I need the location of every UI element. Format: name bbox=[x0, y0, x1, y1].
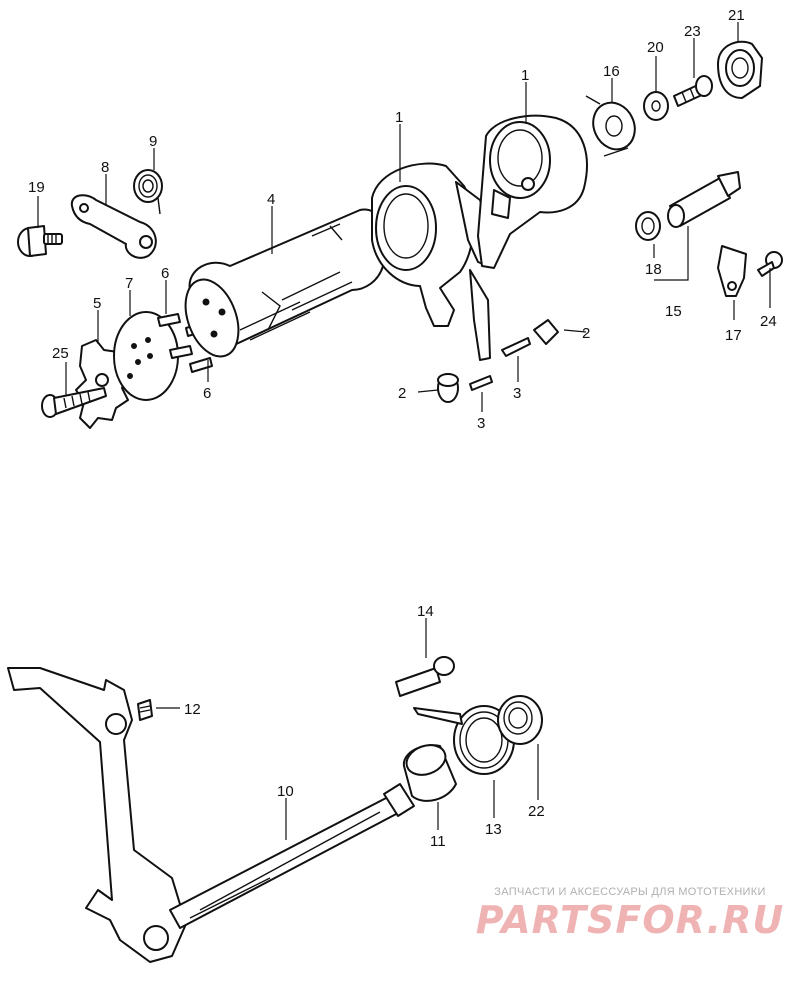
callout-8: 8 bbox=[101, 159, 109, 176]
callout-23: 23 bbox=[684, 23, 701, 40]
callout-10: 10 bbox=[277, 783, 294, 800]
callout-20: 20 bbox=[647, 39, 664, 56]
bracket-17 bbox=[717, 245, 747, 297]
callout-14: 14 bbox=[417, 603, 434, 620]
shift-fork-1-left bbox=[371, 162, 499, 361]
callout-25: 25 bbox=[52, 345, 69, 362]
watermark-caption: ЗАПЧАСТИ И АКСЕССУАРЫ ДЛЯ МОТОТЕХНИКИ bbox=[494, 886, 766, 898]
watermark-brand-logo: PARTSFOR.RU bbox=[475, 898, 785, 942]
callout-3b: 3 bbox=[513, 385, 521, 402]
callout-15: 15 bbox=[665, 303, 682, 320]
stopper-arm-8 bbox=[70, 194, 157, 259]
spring-12 bbox=[137, 699, 153, 721]
gearshift-shaft-10 bbox=[7, 667, 415, 963]
spring-9 bbox=[133, 169, 163, 215]
callout-2a: 2 bbox=[582, 325, 590, 342]
cotter-pin-3-upper bbox=[501, 337, 531, 357]
callout-17: 17 bbox=[725, 327, 742, 344]
callout-19: 19 bbox=[28, 179, 45, 196]
callout-18: 18 bbox=[645, 261, 662, 278]
spring-clip-16 bbox=[585, 95, 636, 157]
callout-1a: 1 bbox=[395, 109, 403, 126]
callout-24: 24 bbox=[760, 313, 777, 330]
bolt-14 bbox=[395, 656, 455, 697]
watermark: ЗАПЧАСТИ И АКСЕССУАРЫ ДЛЯ МОТОТЕХНИКИ PA… bbox=[470, 886, 790, 942]
callout-11: 11 bbox=[430, 833, 446, 850]
washer-20 bbox=[643, 91, 669, 121]
plug-21 bbox=[717, 40, 763, 99]
leader-lines bbox=[37, 22, 771, 840]
callout-3a: 3 bbox=[477, 415, 485, 432]
collar-11 bbox=[402, 744, 457, 802]
callout-9: 9 bbox=[149, 133, 157, 150]
switch-shaft-15 bbox=[667, 171, 741, 228]
bolt-24 bbox=[757, 251, 783, 277]
o-ring-18 bbox=[635, 211, 661, 241]
callout-1b: 1 bbox=[521, 67, 529, 84]
callout-4: 4 bbox=[267, 191, 275, 208]
guide-pin-2-lower bbox=[437, 373, 459, 403]
callout-5: 5 bbox=[93, 295, 101, 312]
callout-6b: 6 bbox=[203, 385, 211, 402]
shift-fork-1-right bbox=[477, 114, 588, 269]
screw-25 bbox=[41, 387, 107, 418]
shift-drum-4 bbox=[184, 208, 388, 358]
callout-21: 21 bbox=[728, 7, 745, 24]
callout-22: 22 bbox=[528, 803, 545, 820]
callout-13: 13 bbox=[485, 821, 502, 838]
callout-12: 12 bbox=[184, 701, 201, 718]
bolt-19 bbox=[17, 225, 63, 257]
guide-pin-2-upper bbox=[533, 319, 559, 345]
callout-2b: 2 bbox=[398, 385, 406, 402]
bolt-23 bbox=[673, 75, 713, 107]
callout-6a: 6 bbox=[161, 265, 169, 282]
callout-labels: 1 1 2 2 3 3 4 5 6 6 7 8 9 10 11 12 13 14… bbox=[28, 7, 777, 850]
callout-16: 16 bbox=[603, 63, 620, 80]
callout-7: 7 bbox=[125, 275, 133, 292]
oil-seal-22 bbox=[497, 695, 543, 745]
cotter-pin-3-lower bbox=[469, 375, 493, 391]
